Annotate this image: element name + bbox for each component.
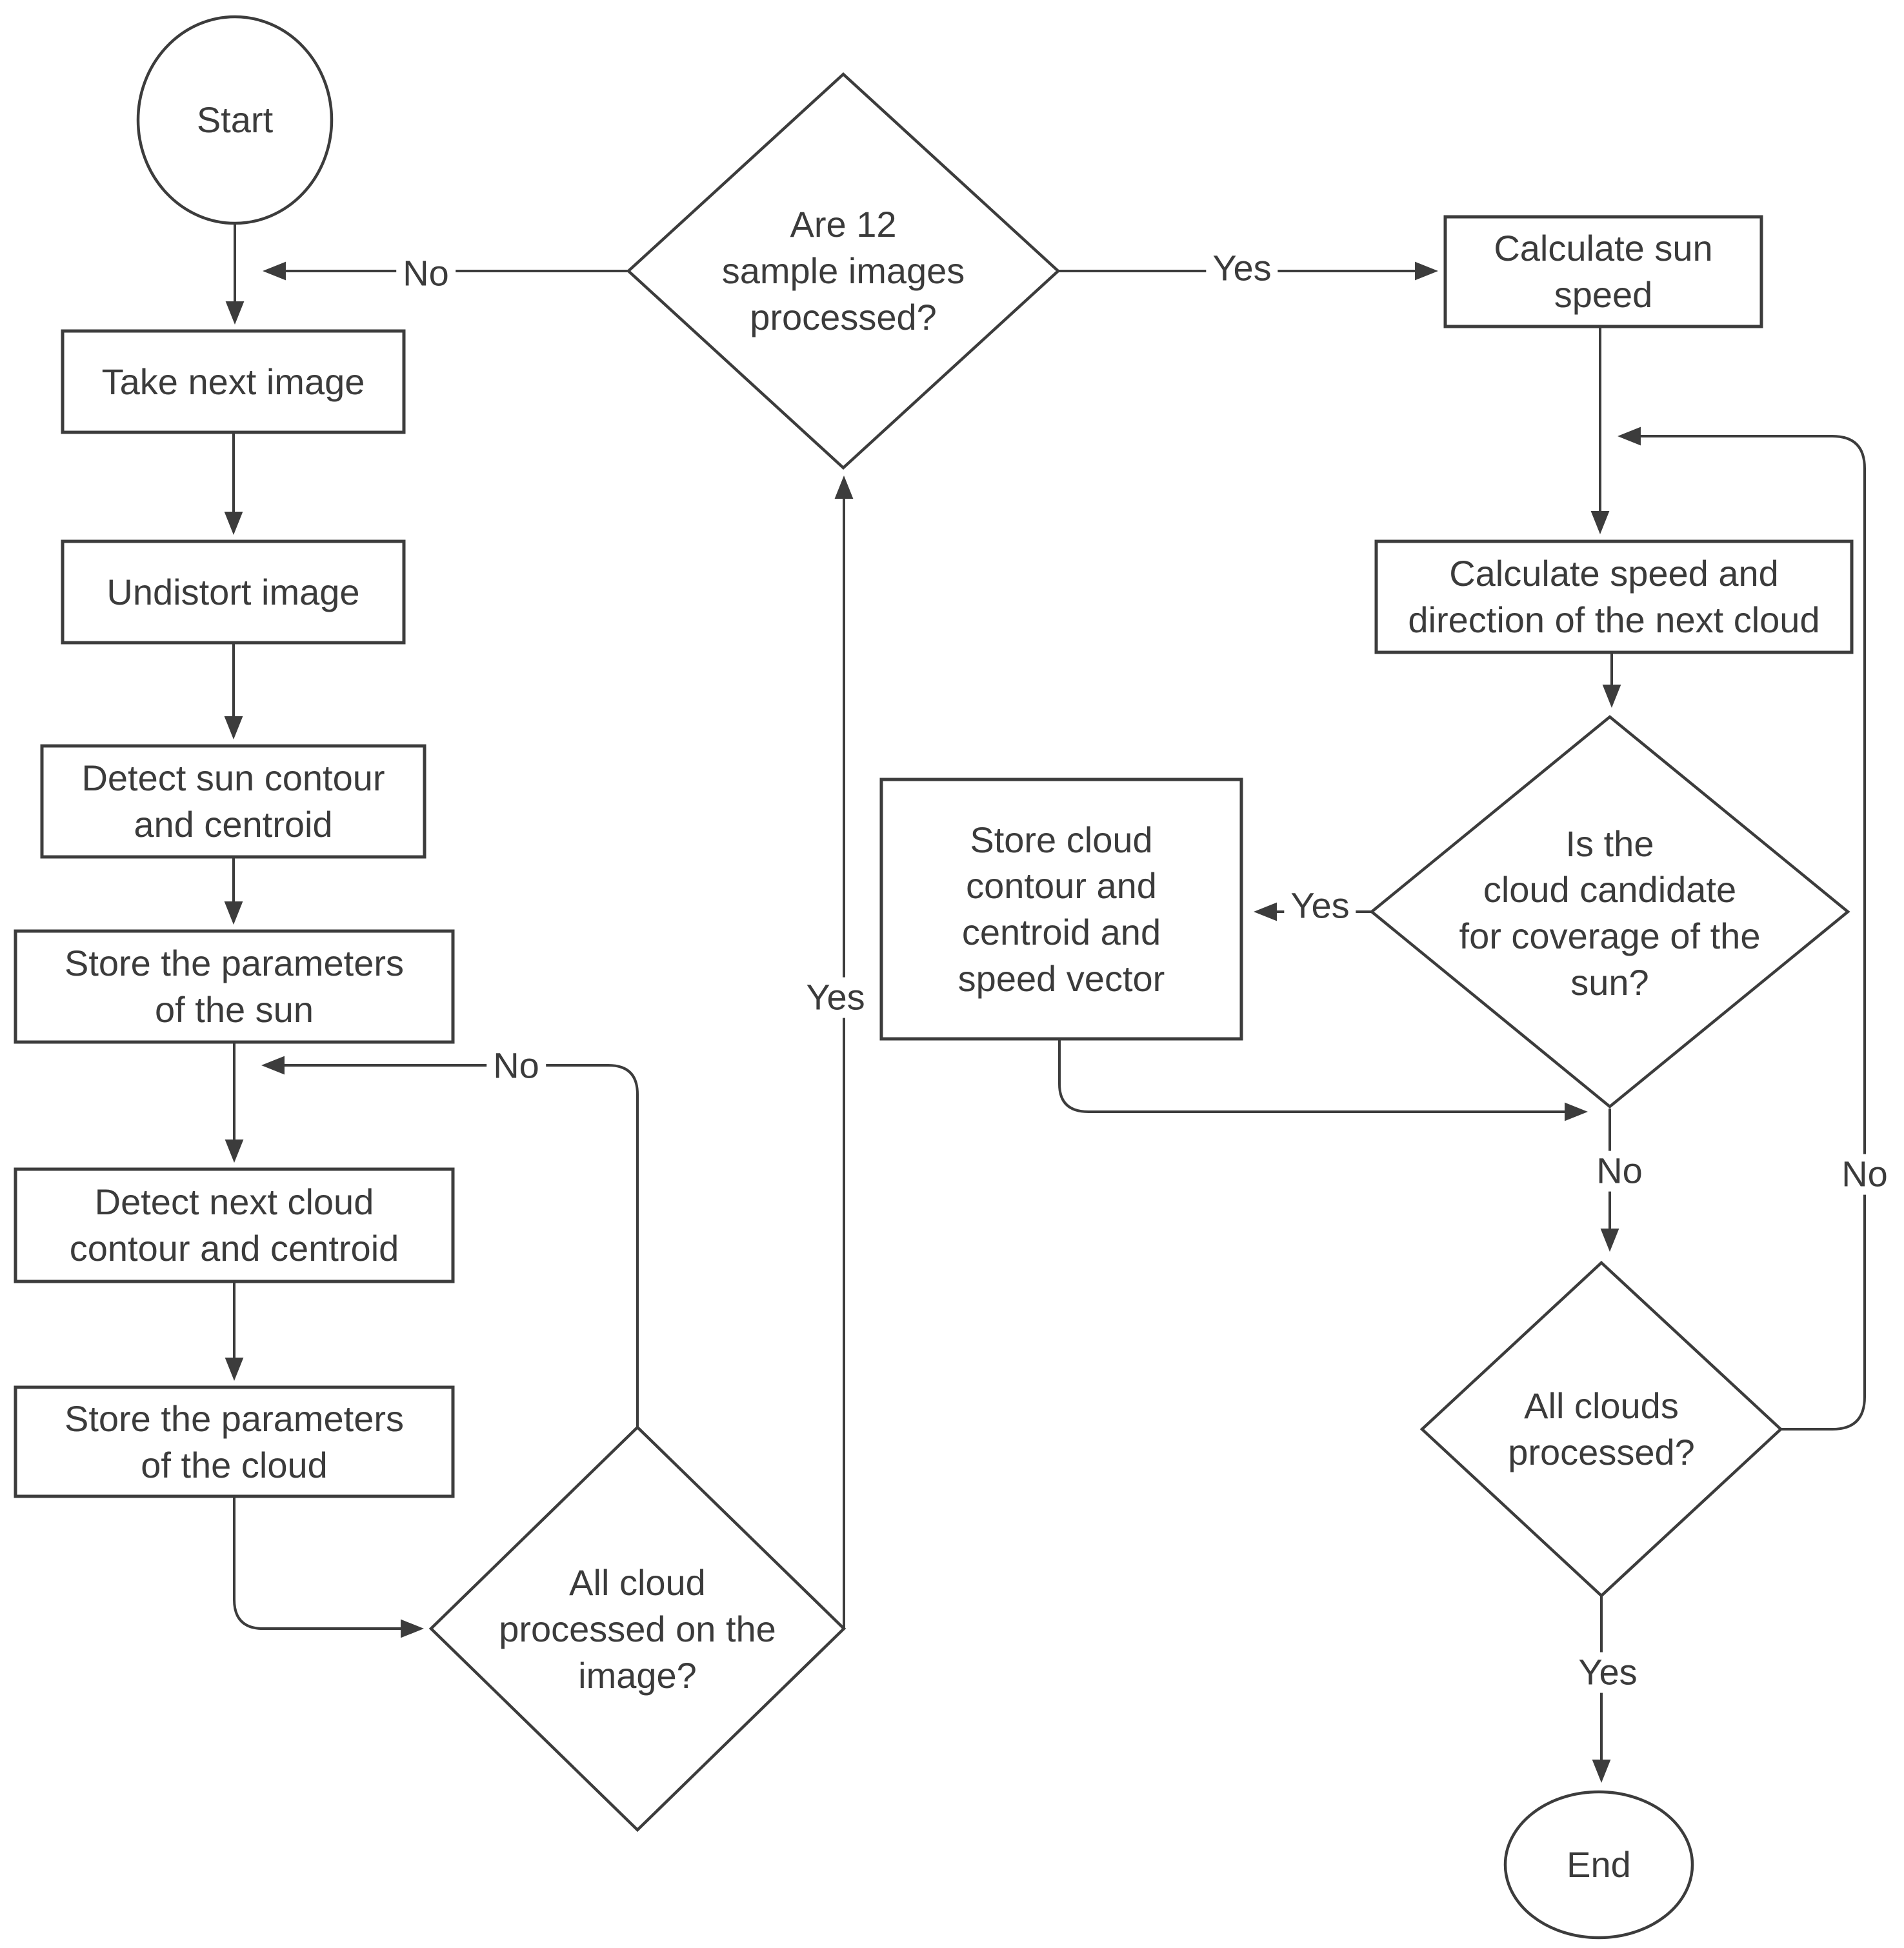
edge-storecloud-to-allcloudimage bbox=[233, 1496, 425, 1638]
store-cloud-shape bbox=[14, 1385, 455, 1498]
edge-allcloudimage-no-loop bbox=[261, 1056, 639, 1427]
are-12-processed-decision-shape bbox=[626, 72, 1061, 470]
calc-sun-speed-shape bbox=[1443, 215, 1763, 328]
is-candidate-decision-shape bbox=[1369, 715, 1850, 1109]
all-clouds-decision-shape bbox=[1419, 1260, 1783, 1598]
undistort-image-shape bbox=[61, 539, 406, 645]
edge-label-image-yes: Yes bbox=[799, 977, 872, 1018]
edge-label-top-no: No bbox=[396, 253, 456, 294]
store-sun-shape bbox=[14, 929, 455, 1044]
edge-label-top-yes: Yes bbox=[1206, 248, 1278, 289]
edge-storevector-to-junction bbox=[1058, 1039, 1588, 1121]
edge-label-cand-no: No bbox=[1590, 1150, 1649, 1192]
detect-cloud-shape bbox=[14, 1167, 455, 1283]
edge-label-clouds-yes: Yes bbox=[1572, 1652, 1644, 1693]
end-terminator-shape bbox=[1503, 1790, 1694, 1940]
take-next-image-shape bbox=[61, 329, 406, 434]
edge-label-clouds-no: No bbox=[1835, 1154, 1894, 1195]
start-terminator-shape bbox=[136, 15, 334, 225]
edge-label-inner-no: No bbox=[486, 1045, 546, 1087]
edge-allclouds-no-loop bbox=[1617, 427, 1866, 1431]
detect-sun-shape bbox=[40, 744, 426, 859]
all-cloud-image-decision-shape bbox=[428, 1425, 847, 1833]
calc-speed-dir-shape bbox=[1374, 539, 1854, 654]
store-cloud-vector-shape bbox=[879, 778, 1243, 1041]
edge-label-cand-yes: Yes bbox=[1284, 885, 1356, 927]
